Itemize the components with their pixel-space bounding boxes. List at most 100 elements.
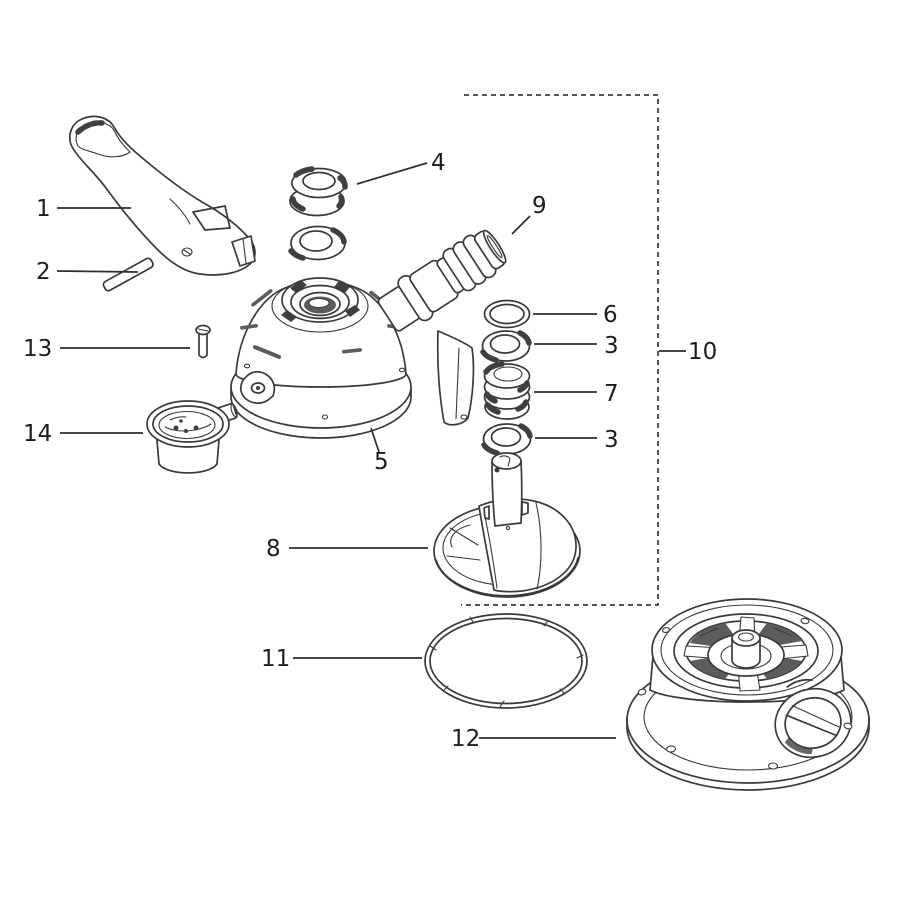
callout-8: 8 — [266, 536, 428, 562]
rim-mid — [152, 405, 224, 443]
gasket-tick — [442, 685, 449, 692]
gasket-tick — [576, 654, 584, 659]
gasket-tick — [429, 645, 437, 651]
pivot-screw — [181, 247, 193, 257]
lug — [345, 305, 360, 317]
callout-label-4: 4 — [431, 150, 446, 176]
grip-hatch — [75, 120, 105, 135]
part-1-handle-lever — [69, 115, 256, 276]
lid-marking — [342, 348, 362, 354]
side-port — [774, 687, 852, 759]
stem-top — [491, 452, 522, 470]
flange-dot — [321, 414, 329, 420]
callout-label-9: 9 — [532, 193, 547, 219]
rim-hole — [662, 626, 670, 634]
gasket-tick — [559, 688, 566, 695]
callout-label-1: 1 — [36, 196, 51, 222]
stem-notch — [499, 455, 511, 467]
debris-dot — [193, 425, 199, 431]
sector-hatch — [773, 627, 793, 637]
bolt-hole — [843, 722, 853, 730]
lid-marking — [251, 289, 273, 307]
part-7-spring — [483, 361, 531, 420]
stem-dot — [494, 467, 500, 473]
debris-dot — [179, 419, 183, 423]
callout-label-7: 7 — [604, 381, 619, 407]
port-join — [786, 678, 813, 688]
part-3-oring-upper — [480, 330, 532, 363]
callout-10: 10 — [659, 339, 717, 365]
flange-rim — [230, 388, 412, 439]
leader-line — [370, 427, 380, 453]
callout-3-upper: 3 — [534, 333, 619, 359]
debris-dot — [173, 425, 179, 431]
strainer-line — [169, 416, 187, 421]
gasket-tick — [469, 616, 474, 623]
part-5-valve-lid — [230, 277, 475, 439]
wedge-edge — [535, 502, 542, 590]
lug — [281, 310, 297, 322]
flange-rim — [626, 717, 870, 791]
barb-bore — [486, 235, 503, 259]
sector-hatch — [699, 627, 719, 637]
callout-label-8: 8 — [266, 536, 281, 562]
pin-body — [102, 257, 154, 292]
oring-shade — [517, 330, 532, 346]
rim-outer — [146, 400, 230, 448]
gasket-tick — [543, 620, 549, 627]
screw-shaft — [198, 331, 208, 359]
lug — [290, 280, 307, 293]
oring-hole — [490, 427, 522, 447]
leader-line — [56, 270, 139, 273]
bolt-hole — [665, 745, 677, 753]
hub-top — [731, 629, 761, 647]
latch-line — [242, 238, 247, 264]
part-14-sight-glass — [146, 400, 238, 474]
part-4-spring-stack — [288, 166, 348, 261]
hub-cylinder — [731, 638, 761, 669]
callout-9: 9 — [511, 193, 547, 235]
opening-bore — [308, 298, 330, 308]
flange-dot — [398, 367, 406, 373]
coil-hole — [302, 171, 336, 191]
coil-top-hole — [493, 366, 523, 382]
washer-inner — [489, 303, 525, 325]
lid-marking — [240, 323, 258, 330]
callout-11: 11 — [261, 646, 422, 672]
part-12-valve-body — [626, 598, 870, 791]
callout-label-12: 12 — [451, 726, 480, 752]
bolt-hole — [767, 762, 779, 770]
oring-shade — [480, 349, 499, 363]
elbow-seam — [455, 347, 460, 420]
leader-line — [511, 215, 531, 235]
callout-label-5: 5 — [374, 449, 389, 475]
callout-13: 13 — [23, 336, 190, 362]
port-brace — [791, 704, 840, 728]
divider — [449, 527, 479, 546]
lid-marking — [252, 345, 282, 359]
coil-shade — [484, 391, 498, 404]
flange-dot — [243, 363, 251, 369]
oring-shade — [481, 442, 500, 456]
coil-shade — [336, 194, 345, 209]
coil-shade — [483, 361, 505, 375]
boss-hole — [250, 382, 266, 394]
coil-shade — [290, 196, 306, 212]
cup-side — [156, 439, 160, 465]
part-6-washer — [483, 299, 531, 329]
part-3-oring-lower — [481, 423, 533, 456]
washer-shade — [288, 248, 306, 261]
handle-outline — [69, 115, 256, 276]
stem-tab — [521, 501, 529, 516]
callout-label-2: 2 — [36, 259, 51, 285]
callout-4: 4 — [356, 150, 446, 185]
cup-side — [216, 439, 220, 465]
base-skirt — [435, 557, 579, 597]
callout-3-lower: 3 — [535, 427, 619, 453]
key-ring-inner — [290, 284, 350, 320]
part-10-assembly-boundary — [461, 94, 659, 606]
stem-base — [494, 522, 522, 527]
wedge-edge — [483, 511, 498, 589]
callout-label-6: 6 — [603, 302, 618, 328]
coil-shade — [517, 380, 530, 393]
